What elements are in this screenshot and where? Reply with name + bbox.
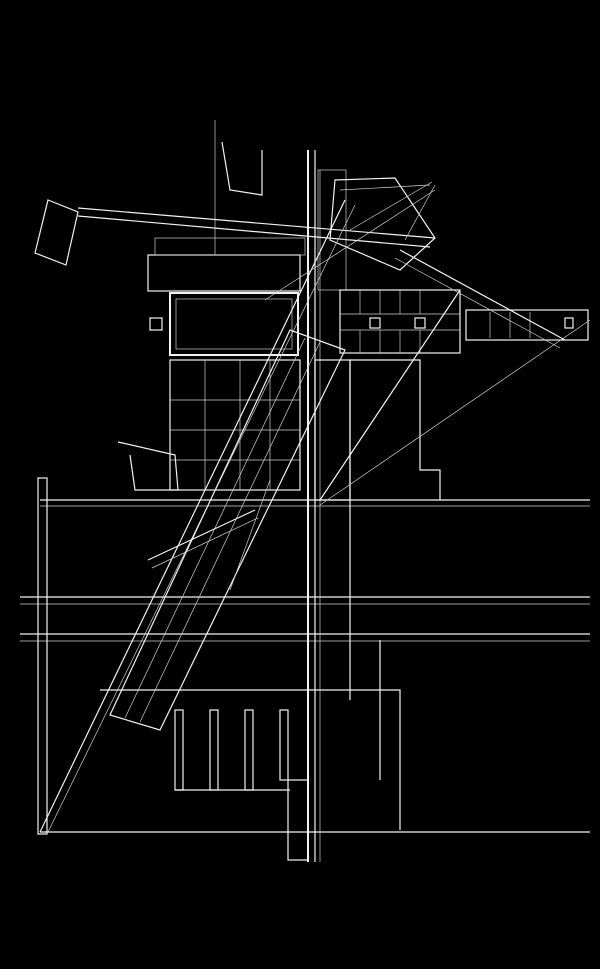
east-wing — [339, 289, 589, 354]
parking-stalls — [100, 689, 401, 830]
diagonal-elements — [34, 177, 591, 833]
building-blocks — [117, 169, 441, 501]
